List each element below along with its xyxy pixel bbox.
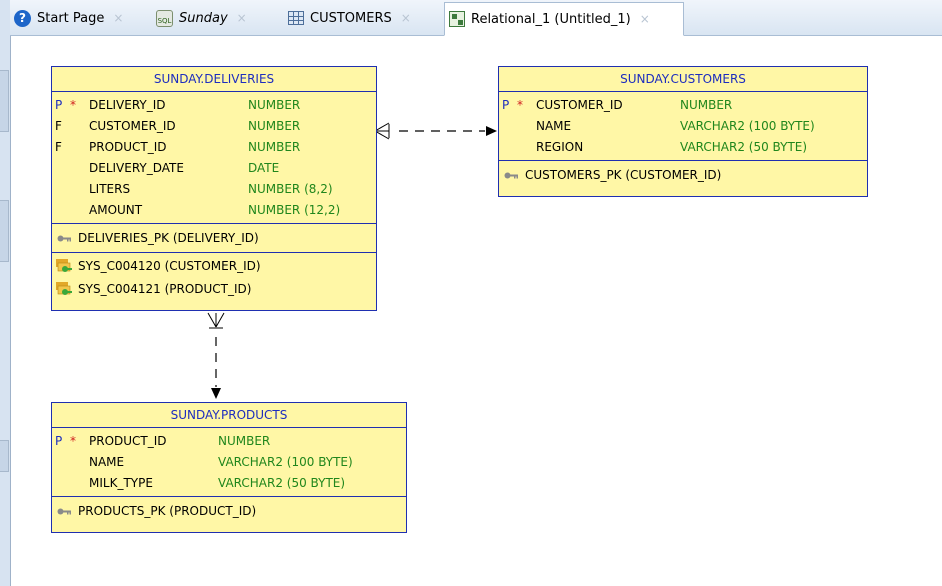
tab-label: Start Page (37, 10, 105, 26)
key-icon (504, 172, 518, 179)
key-icon (57, 235, 71, 242)
column-type: NUMBER (680, 98, 733, 112)
foreign-key-row[interactable]: SYS_C004121 (PRODUCT_ID) (52, 278, 376, 301)
column-row[interactable]: NAME VARCHAR2 (100 BYTE) (499, 116, 867, 137)
column-name: LITERS (89, 182, 131, 196)
primary-key-label: DELIVERIES_PK (DELIVERY_ID) (78, 231, 259, 245)
left-panel-handle[interactable] (0, 200, 9, 262)
foreign-key-icon (56, 259, 72, 272)
close-icon[interactable]: × (113, 11, 124, 25)
column-type: VARCHAR2 (100 BYTE) (218, 455, 353, 469)
column-row[interactable]: LITERS NUMBER (8,2) (52, 179, 376, 200)
entity-products[interactable]: SUNDAY.PRODUCTS P * PRODUCT_ID NUMBER NA… (51, 402, 407, 533)
column-row[interactable]: P * DELIVERY_ID NUMBER (52, 95, 376, 116)
column-list: P * DELIVERY_ID NUMBER F CUSTOMER_ID NUM… (52, 92, 376, 224)
foreign-key-section: SYS_C004120 (CUSTOMER_ID) SYS_C004121 (P… (52, 253, 376, 301)
column-name: DELIVERY_DATE (89, 161, 184, 175)
column-name: CUSTOMER_ID (89, 119, 176, 133)
column-row[interactable]: REGION VARCHAR2 (50 BYTE) (499, 137, 867, 158)
help-icon: ? (14, 9, 31, 27)
column-name: REGION (536, 140, 584, 154)
primary-key-marker: P (502, 98, 510, 112)
foreign-key-marker: F (55, 140, 62, 154)
column-name: PRODUCT_ID (89, 140, 167, 154)
relational-diagram-icon (449, 11, 465, 27)
key-icon (57, 508, 71, 515)
relationship-lines (207, 122, 497, 399)
column-row[interactable]: F CUSTOMER_ID NUMBER (52, 116, 376, 137)
primary-key-label: CUSTOMERS_PK (CUSTOMER_ID) (525, 168, 722, 182)
column-list: P * CUSTOMER_ID NUMBER NAME VARCHAR2 (10… (499, 92, 867, 161)
column-row[interactable]: MILK_TYPE VARCHAR2 (50 BYTE) (52, 473, 406, 494)
column-type: NUMBER (218, 434, 271, 448)
primary-key-row[interactable]: CUSTOMERS_PK (CUSTOMER_ID) (499, 164, 867, 187)
tab-customers[interactable]: CUSTOMERS × (284, 3, 440, 33)
tab-label: Relational_1 (Untitled_1) (471, 11, 631, 27)
entity-title: SUNDAY.CUSTOMERS (499, 67, 867, 92)
column-row[interactable]: AMOUNT NUMBER (12,2) (52, 200, 376, 221)
required-marker: * (517, 98, 523, 112)
tab-start-page[interactable]: ? Start Page × (10, 3, 150, 33)
column-name: CUSTOMER_ID (536, 98, 623, 112)
sql-worksheet-icon: SQL (156, 9, 173, 27)
close-icon[interactable]: × (400, 11, 411, 25)
column-name: PRODUCT_ID (89, 434, 167, 448)
entity-title: SUNDAY.DELIVERIES (52, 67, 376, 92)
tab-label: Sunday (179, 10, 228, 26)
tab-label: CUSTOMERS (310, 10, 392, 26)
primary-key-row[interactable]: PRODUCTS_PK (PRODUCT_ID) (52, 500, 406, 523)
column-name: NAME (536, 119, 572, 133)
column-type: VARCHAR2 (50 BYTE) (218, 476, 346, 490)
column-type: NUMBER (248, 119, 301, 133)
column-type: NUMBER (248, 140, 301, 154)
close-icon[interactable]: × (236, 11, 247, 25)
primary-key-label: PRODUCTS_PK (PRODUCT_ID) (78, 504, 257, 518)
primary-key-section: CUSTOMERS_PK (CUSTOMER_ID) (499, 161, 867, 188)
left-panel-edge[interactable] (0, 0, 11, 586)
foreign-key-marker: F (55, 119, 62, 133)
tab-sunday[interactable]: SQL Sunday × (152, 3, 280, 33)
column-row[interactable]: P * CUSTOMER_ID NUMBER (499, 95, 867, 116)
column-row[interactable]: DELIVERY_DATE DATE (52, 158, 376, 179)
relation-deliveries-customers[interactable] (374, 122, 497, 140)
left-panel-handle[interactable] (0, 440, 9, 472)
required-marker: * (70, 98, 76, 112)
entity-customers[interactable]: SUNDAY.CUSTOMERS P * CUSTOMER_ID NUMBER … (498, 66, 868, 197)
entity-deliveries[interactable]: SUNDAY.DELIVERIES P * DELIVERY_ID NUMBER… (51, 66, 377, 311)
primary-key-marker: P (55, 98, 63, 112)
column-name: NAME (89, 455, 125, 469)
column-row[interactable]: P * PRODUCT_ID NUMBER (52, 431, 406, 452)
column-type: NUMBER (8,2) (248, 182, 333, 196)
column-name: AMOUNT (89, 203, 143, 217)
column-type: NUMBER (248, 98, 301, 112)
column-name: DELIVERY_ID (89, 98, 166, 112)
editor-tab-bar: ? Start Page × SQL Sunday × CUSTOMERS × … (10, 0, 942, 36)
primary-key-marker: P (55, 434, 63, 448)
close-icon[interactable]: × (639, 12, 650, 26)
table-grid-icon (288, 11, 304, 25)
foreign-key-row[interactable]: SYS_C004120 (CUSTOMER_ID) (52, 255, 376, 278)
column-name: MILK_TYPE (89, 476, 153, 490)
diagram-canvas[interactable]: SUNDAY.DELIVERIES P * DELIVERY_ID NUMBER… (11, 37, 942, 586)
tab-relational-1[interactable]: Relational_1 (Untitled_1) × (444, 2, 684, 36)
column-type: DATE (248, 161, 280, 175)
column-row[interactable]: NAME VARCHAR2 (100 BYTE) (52, 452, 406, 473)
column-type: NUMBER (12,2) (248, 203, 341, 217)
relation-deliveries-products[interactable] (207, 312, 225, 399)
foreign-key-label: SYS_C004120 (CUSTOMER_ID) (78, 259, 261, 273)
required-marker: * (70, 434, 76, 448)
primary-key-section: PRODUCTS_PK (PRODUCT_ID) (52, 497, 406, 524)
left-panel-handle[interactable] (0, 70, 9, 132)
primary-key-row[interactable]: DELIVERIES_PK (DELIVERY_ID) (52, 227, 376, 250)
entity-title: SUNDAY.PRODUCTS (52, 403, 406, 428)
column-list: P * PRODUCT_ID NUMBER NAME VARCHAR2 (100… (52, 428, 406, 497)
column-type: VARCHAR2 (100 BYTE) (680, 119, 815, 133)
column-type: VARCHAR2 (50 BYTE) (680, 140, 808, 154)
foreign-key-icon (56, 282, 72, 295)
foreign-key-label: SYS_C004121 (PRODUCT_ID) (78, 282, 252, 296)
column-row[interactable]: F PRODUCT_ID NUMBER (52, 137, 376, 158)
primary-key-section: DELIVERIES_PK (DELIVERY_ID) (52, 224, 376, 253)
